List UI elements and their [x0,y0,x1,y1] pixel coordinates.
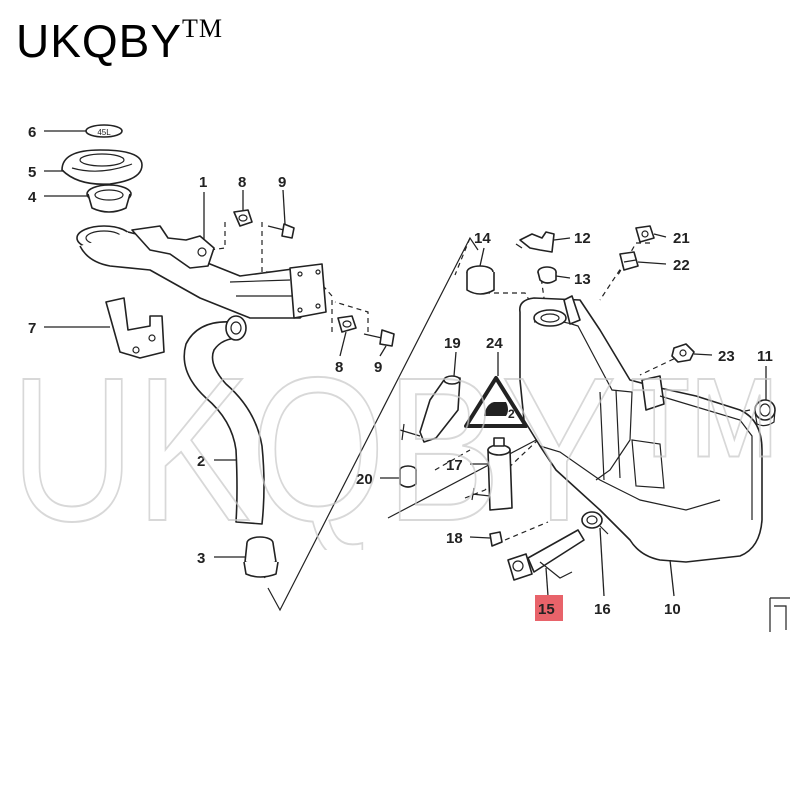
label-9-upper: 9 [278,174,286,191]
part-9-screw-lower [363,329,395,347]
guide-lines [194,222,790,632]
part-15-level-sensor [507,529,585,581]
label-16: 16 [594,601,611,618]
part-18-clip [489,531,503,547]
part-14-grommet [466,265,495,295]
callout-labels: 6 5 4 1 8 9 7 8 9 2 3 14 12 13 21 22 23 … [28,124,773,618]
label-24: 24 [486,335,503,352]
part-7-bracket [105,297,165,359]
label-15: 15 [538,601,555,618]
label-8-lower: 8 [335,359,343,376]
part-3-grommet [243,536,279,578]
part-4-seal [86,184,132,213]
part-19-pump [399,375,461,443]
cap-label-text: 45L [97,128,111,137]
label-7: 7 [28,320,36,337]
label-18: 18 [446,530,463,547]
label-8-upper: 8 [238,174,246,191]
part-15-highlight [535,595,563,621]
part-11-grommet [754,399,776,427]
label-3: 3 [197,550,205,567]
part-17-pump [471,437,513,511]
label-9-lower: 9 [374,359,382,376]
part-8-nut-upper [233,209,253,227]
label-14: 14 [474,230,491,247]
part-24-warning-label: 2 [464,376,528,428]
part-23-nut [671,343,695,363]
part-13-grommet [537,266,557,284]
label-13: 13 [574,271,591,288]
part-20-grommet [399,465,417,488]
label-1: 1 [199,174,207,191]
label-11: 11 [757,348,773,365]
part-2-hose [183,315,265,525]
label-10: 10 [664,601,681,618]
label-5: 5 [28,164,36,181]
part-8-nut-lower [337,315,357,333]
brand-name: UKQBY [16,15,183,67]
part-5-filler-cap [61,149,143,186]
part-9-screw-upper [267,223,295,239]
label-6: 6 [28,124,36,141]
label-2: 2 [197,453,205,470]
part-16-grommet [581,511,609,535]
part-12-connector [515,231,555,253]
brand-tm: TM [182,13,224,43]
part-22-clip [619,251,639,271]
part-1-filler-neck [76,225,327,319]
label-4: 4 [28,189,37,206]
label-22: 22 [673,257,690,274]
part-6-cap-label: 45L [85,124,123,138]
label-23: 23 [718,348,735,365]
svg-text:2: 2 [508,407,515,421]
part-21-clip [635,225,655,243]
part-10-reservoir [518,295,763,563]
leader-lines [44,130,767,597]
label-19: 19 [444,335,461,352]
label-21: 21 [673,230,690,247]
label-12: 12 [574,230,591,247]
label-17: 17 [446,457,463,474]
brand-logo: UKQBYTM [16,15,223,67]
label-20: 20 [356,471,373,488]
